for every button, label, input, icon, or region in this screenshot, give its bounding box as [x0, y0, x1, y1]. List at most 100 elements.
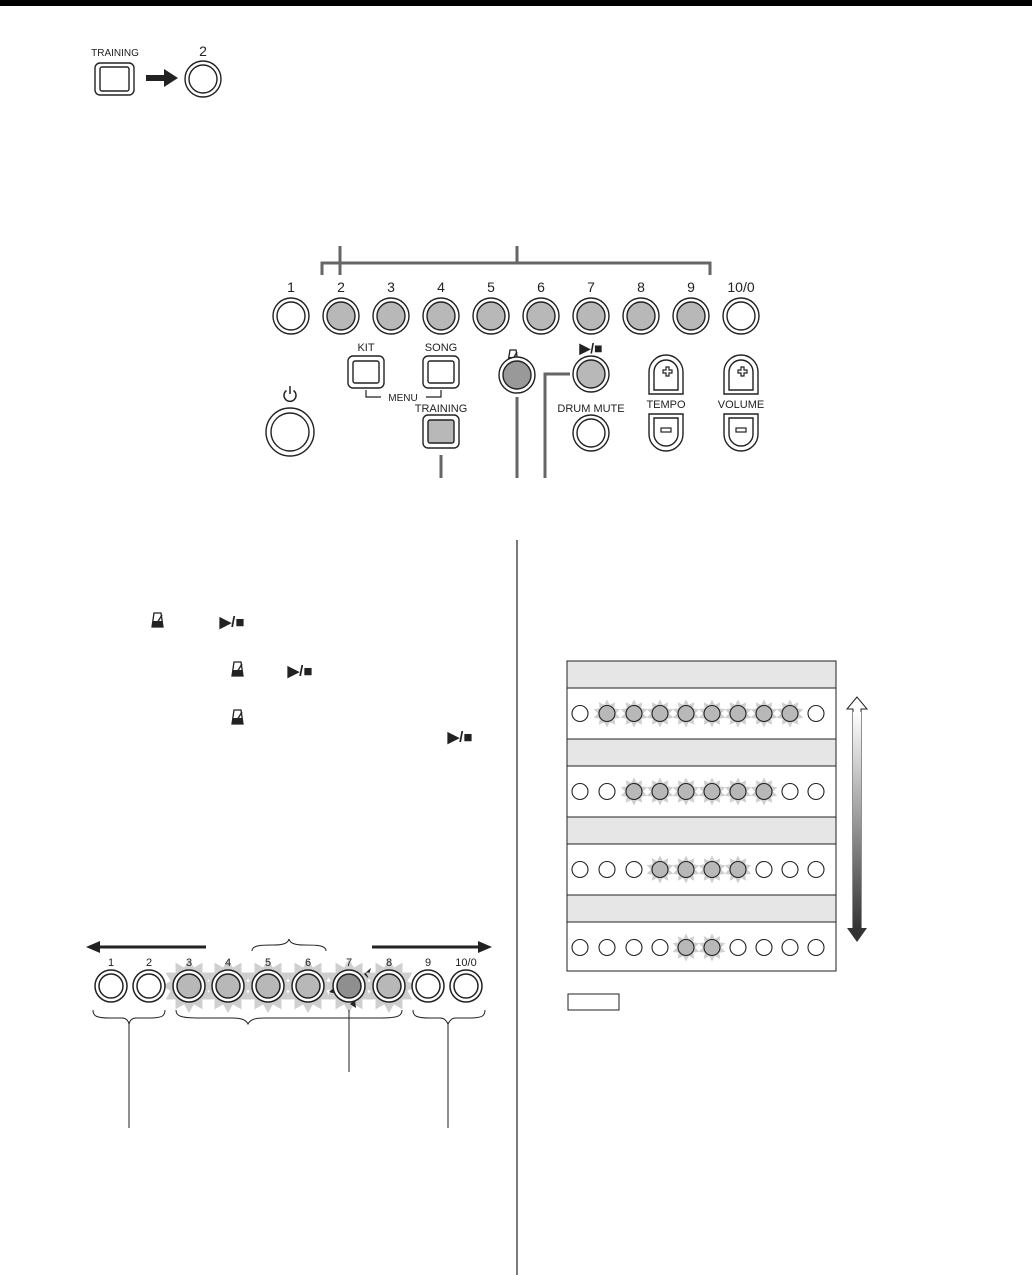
arrow-right-icon: [372, 941, 492, 953]
pad-label-3: 3: [387, 279, 395, 295]
meter-pad-3: [172, 969, 206, 1003]
pad-button-5[interactable]: [472, 297, 510, 335]
meter-pad-label-7: 7: [346, 957, 352, 969]
level-led-1: [571, 860, 589, 879]
level-led-4: [651, 938, 669, 957]
level-led-2: [598, 704, 616, 723]
level-row-4: [566, 894, 837, 962]
training-button[interactable]: [422, 414, 460, 449]
level-led-7: [729, 782, 747, 801]
example-pad-2: [184, 60, 222, 98]
kit-button[interactable]: [347, 355, 385, 389]
volume-down-button[interactable]: [723, 413, 759, 452]
arrow-right-icon: [146, 69, 178, 87]
level-led-4: [651, 704, 669, 723]
metronome-icon: [231, 661, 244, 677]
volume-up-button[interactable]: [723, 354, 759, 395]
level-led-1: [571, 938, 589, 957]
level-row-header: [566, 816, 837, 845]
level-led-8: [755, 860, 773, 879]
example-training-label: TRAINING: [91, 48, 139, 59]
level-led-4: [651, 860, 669, 879]
inline-glyphs: ▶/■ ▶/■ ▶/■: [151, 612, 472, 746]
meter-pad-label-9: 9: [425, 957, 431, 969]
level-led-8: [755, 782, 773, 801]
level-row-header: [566, 738, 837, 767]
level-led-9: [781, 860, 799, 879]
drum-mute-button[interactable]: [572, 414, 610, 452]
pad-label-9: 9: [687, 279, 695, 295]
play-stop-callout-line: [543, 372, 570, 478]
kit-label: KIT: [357, 342, 374, 354]
play-stop-glyph: ▶/■: [287, 663, 313, 680]
minus-icon: [660, 427, 672, 433]
level-led-6: [703, 860, 721, 879]
level-chart: [566, 660, 869, 1011]
volume-label: VOLUME: [718, 399, 764, 411]
pad-button-10[interactable]: [722, 297, 760, 335]
pad-button-1[interactable]: [272, 297, 310, 335]
level-led-8: [755, 938, 773, 957]
level-row-1: [566, 660, 837, 728]
tempo-up-button[interactable]: [648, 354, 684, 395]
level-row-2: [566, 738, 837, 806]
meter-pad-2: [132, 969, 166, 1003]
level-row-3: [566, 816, 837, 884]
pad-label-10: 10/0: [727, 279, 754, 295]
meter-pad-label-3: 3: [186, 957, 192, 969]
pad-label-7: 7: [587, 279, 595, 295]
meter-pad-label-8: 8: [386, 957, 392, 969]
pad-label-6: 6: [537, 279, 545, 295]
pad-label-1: 1: [287, 279, 295, 295]
pad-button-7[interactable]: [572, 297, 610, 335]
meter-pad-label-10: 10/0: [455, 957, 476, 969]
pad-button-3[interactable]: [372, 297, 410, 335]
pad-button-6[interactable]: [522, 297, 560, 335]
song-button[interactable]: [422, 355, 460, 389]
pad-label-4: 4: [437, 279, 445, 295]
meter-pad-9: [411, 969, 445, 1003]
meter-pad-label-2: 2: [146, 957, 152, 969]
level-led-5: [677, 938, 695, 957]
meter-pad-7: [332, 969, 366, 1003]
pad-button-4[interactable]: [422, 297, 460, 335]
training-label: TRAINING: [415, 403, 468, 415]
song-label: SONG: [425, 342, 457, 354]
play-stop-button[interactable]: [572, 355, 610, 393]
level-led-9: [781, 938, 799, 957]
power-button[interactable]: [265, 407, 315, 457]
play-stop-glyph: ▶/■: [219, 614, 245, 631]
meter-pad-label-4: 4: [225, 957, 231, 969]
meter-pad-label-5: 5: [265, 957, 271, 969]
meter-pad-4: [211, 969, 245, 1003]
metronome-icon: [231, 709, 244, 725]
level-led-4: [651, 782, 669, 801]
play-stop-label: ▶/■: [578, 340, 602, 356]
note-tag: [567, 993, 620, 1011]
plus-icon: [662, 366, 673, 377]
training-to-pad-example: TRAINING 2: [91, 43, 222, 98]
level-led-3: [625, 938, 643, 957]
minus-icon: [735, 427, 747, 433]
meter-pad-5: [251, 969, 285, 1003]
meter-pad-label-6: 6: [305, 957, 311, 969]
pads-bracket: [320, 246, 712, 275]
level-led-2: [598, 860, 616, 879]
level-led-2: [598, 782, 616, 801]
meter-pad-1: [94, 969, 128, 1003]
metronome-button[interactable]: [498, 356, 536, 394]
meter-pad-10: [449, 969, 483, 1003]
power-icon: [283, 386, 297, 403]
level-led-6: [703, 704, 721, 723]
level-led-6: [703, 938, 721, 957]
pad-button-8[interactable]: [622, 297, 660, 335]
pad-button-9[interactable]: [672, 297, 710, 335]
level-led-9: [781, 704, 799, 723]
example-pad-label: 2: [199, 43, 207, 59]
level-led-10: [807, 704, 825, 723]
double-arrow-icon: [845, 696, 869, 942]
tempo-down-button[interactable]: [648, 413, 684, 452]
pad-button-2[interactable]: [322, 297, 360, 335]
